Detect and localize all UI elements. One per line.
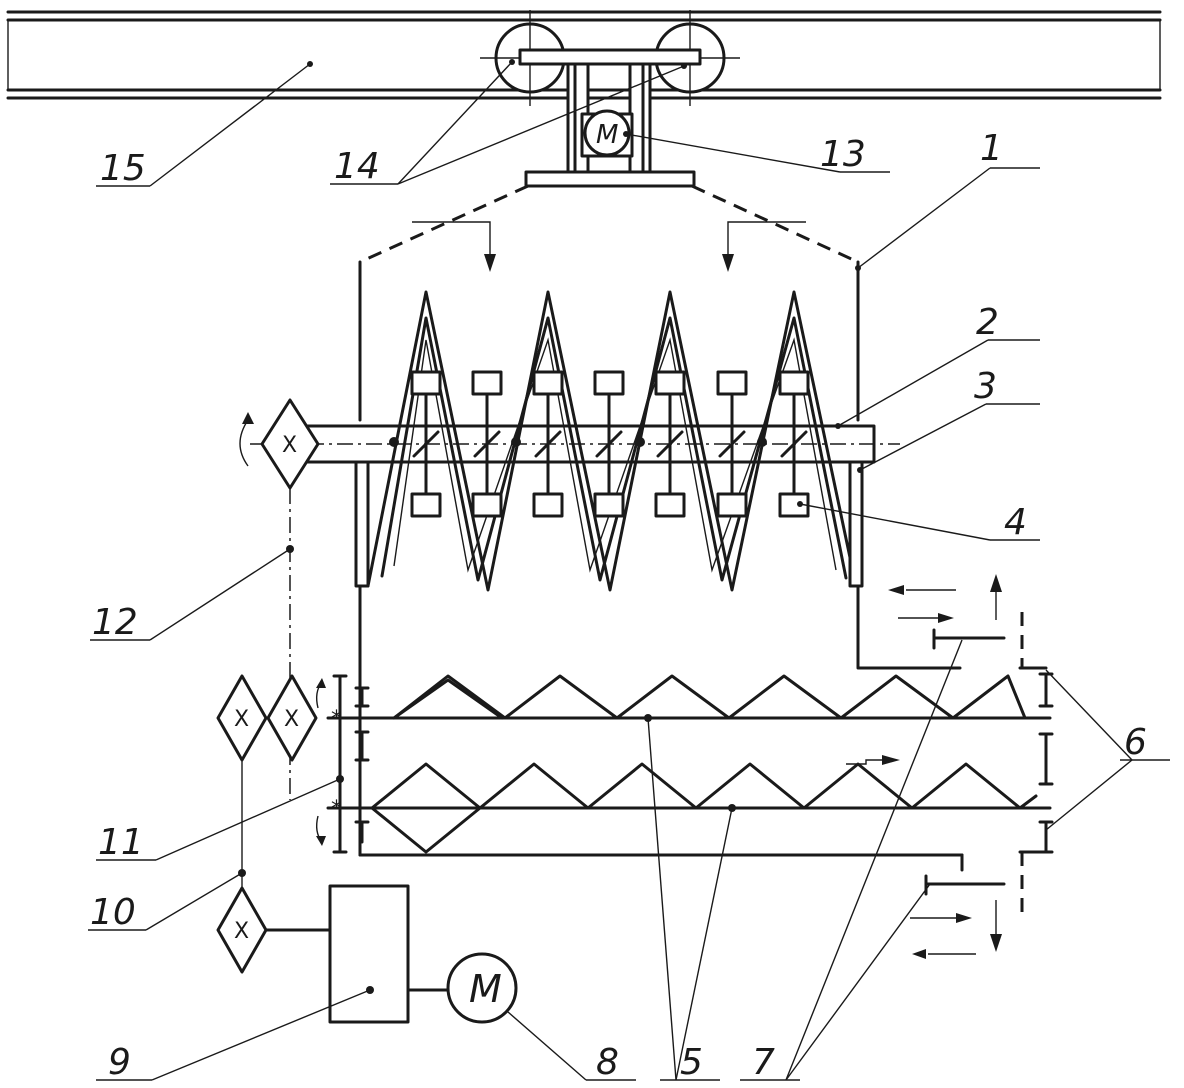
- label-7: 7: [752, 1042, 775, 1083]
- paddle: [532, 370, 564, 518]
- sprocket-lower: *: [331, 797, 342, 822]
- label-13: 13: [820, 134, 866, 175]
- label-15: 15: [100, 148, 146, 189]
- trolley-motor-label: M: [596, 120, 618, 150]
- drive-motor-label: M: [469, 967, 502, 1011]
- label-2: 2: [976, 302, 999, 343]
- paddle: [593, 370, 625, 518]
- valve-lower: [910, 874, 1006, 959]
- drive-motor: M: [446, 952, 518, 1024]
- gear-right-label: X: [284, 707, 299, 732]
- label-11: 11: [98, 822, 144, 863]
- shaft-gear-label: X: [282, 433, 297, 458]
- paddles: [410, 370, 810, 518]
- label-9: 9: [108, 1042, 131, 1083]
- paddle: [654, 370, 686, 518]
- label-14: 14: [334, 146, 380, 187]
- screw-conveyor: [326, 598, 1052, 872]
- label-4: 4: [1004, 502, 1027, 543]
- callouts: 15 14 13 1 2 3 4 12: [88, 59, 1170, 1083]
- conveyor-sprockets: * *: [315, 674, 348, 854]
- gearbox-drive: X: [216, 884, 452, 1024]
- paddle: [778, 370, 810, 518]
- paddle: [410, 370, 442, 518]
- label-12: 12: [92, 602, 138, 643]
- label-1: 1: [980, 128, 1003, 169]
- paddle: [716, 370, 748, 518]
- conveyor-gears: X X: [216, 674, 318, 762]
- spiral-blade: [366, 290, 858, 592]
- valve-upper: [888, 585, 1006, 650]
- label-5: 5: [680, 1042, 703, 1083]
- flow-arrow: [846, 755, 900, 765]
- label-3: 3: [974, 366, 997, 407]
- spiral-joints: [389, 437, 767, 447]
- shaft-supports: [354, 460, 864, 588]
- inlet-arrows: [412, 221, 806, 272]
- sprocket-upper: *: [331, 707, 342, 732]
- paddle: [471, 370, 503, 518]
- label-10: 10: [90, 892, 136, 933]
- trolley-motor: M: [583, 109, 631, 157]
- conveyor-flanges: [354, 666, 1054, 854]
- label-8: 8: [596, 1042, 619, 1083]
- outlet-ports: [990, 574, 1024, 952]
- label-6: 6: [1124, 722, 1147, 763]
- trolley-wheels: [480, 10, 740, 106]
- gear-left-label: X: [234, 707, 249, 732]
- gearbox-gear-label: X: [234, 919, 249, 944]
